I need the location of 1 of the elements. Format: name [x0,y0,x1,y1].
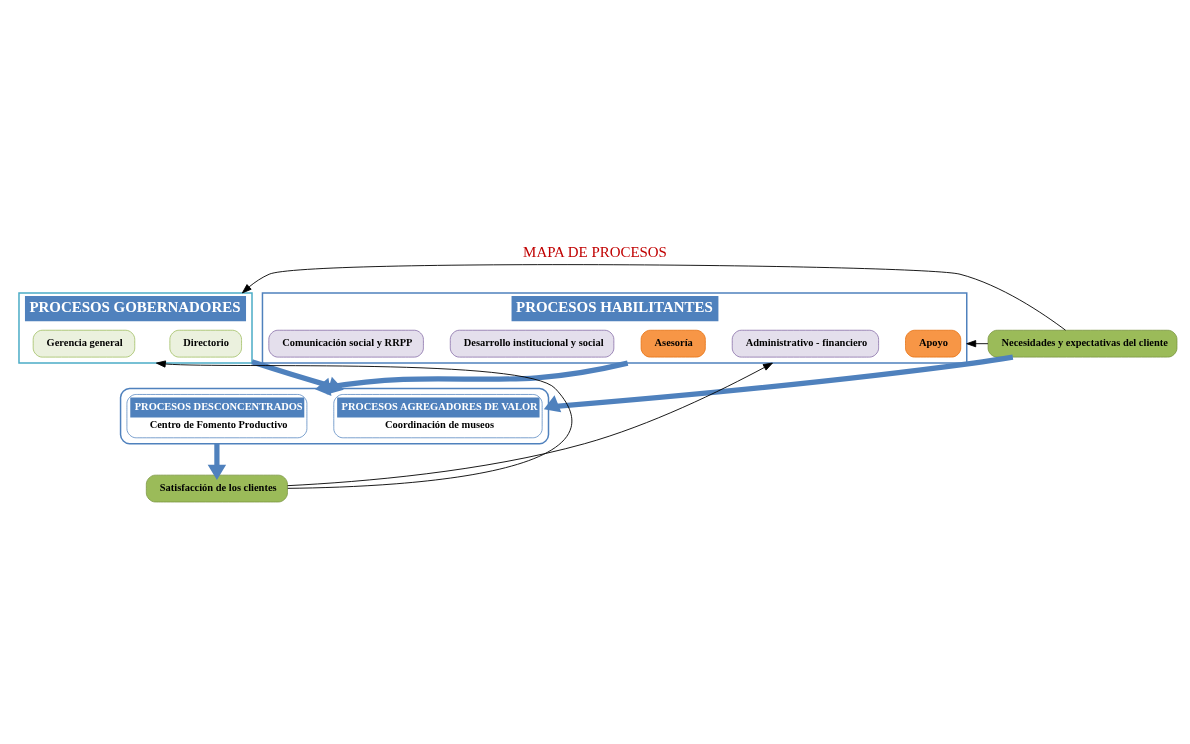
diagram-title: MAPA DE PROCESOS [523,243,667,260]
